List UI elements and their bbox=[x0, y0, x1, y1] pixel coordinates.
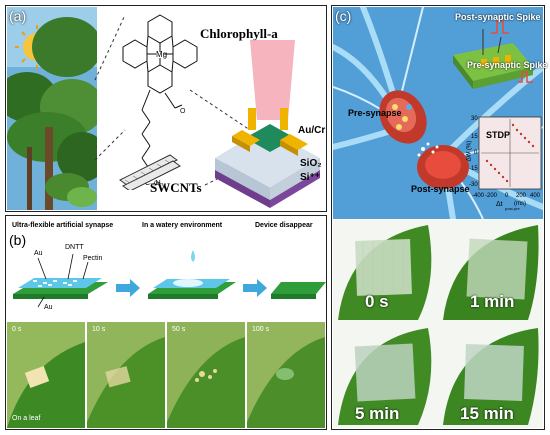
time-label-2: 50 s bbox=[172, 326, 186, 333]
dissolution-schematic bbox=[13, 250, 326, 308]
pre-spike-label: Pre-synaptic Spike bbox=[467, 60, 548, 70]
stdp-title: STDP bbox=[486, 130, 511, 140]
step-1-label: Ultra-flexible artificial synapse bbox=[12, 222, 114, 229]
time-label-3: 100 s bbox=[252, 326, 270, 333]
layer-pectin: Pectin bbox=[83, 255, 103, 262]
cnt-label: SWCNTs bbox=[150, 180, 202, 195]
stdp-xunit: (ms) bbox=[514, 201, 526, 207]
chlorophyll-structure: O O bbox=[122, 14, 198, 187]
leaf-time-2: 5 min bbox=[355, 404, 400, 423]
stdp-ytick-2: 0 bbox=[474, 150, 478, 156]
stdp-xtick-1: -200 bbox=[485, 193, 498, 199]
panel-c-label: (c) bbox=[335, 8, 352, 24]
stdp-ytick-0: 30 bbox=[471, 116, 478, 122]
stdp-xtick-2: 0 bbox=[505, 193, 509, 199]
tree-photo bbox=[7, 7, 97, 210]
leaf-time-0: 0 s bbox=[365, 292, 389, 311]
stdp-xtick-4: 400 bbox=[530, 193, 541, 199]
panel-a bbox=[5, 5, 327, 212]
step-3-label: Device disappear bbox=[255, 222, 313, 229]
stdp-xlabel-sub: post-pre bbox=[505, 206, 520, 211]
time-label-1: 10 s bbox=[92, 326, 106, 333]
layer-dntt: DNTT bbox=[65, 244, 84, 251]
stdp-xlabel: Δt bbox=[496, 201, 503, 208]
step-2-label: In a watery environment bbox=[142, 222, 223, 229]
stdp-xtick-0: -400 bbox=[472, 193, 485, 199]
stdp-ylabel: ΔW (%) bbox=[466, 140, 473, 162]
post-synapse-label: Post-synapse bbox=[411, 184, 470, 194]
layer-substrate: Si⁺⁺ bbox=[300, 172, 321, 183]
leaf-note: On a leaf bbox=[12, 415, 41, 422]
svg-text:O: O bbox=[154, 181, 159, 187]
leaf-time-1: 1 min bbox=[470, 292, 515, 311]
layer-electrode: Au/Cr bbox=[298, 125, 326, 136]
stdp-xtick-3: 200 bbox=[516, 193, 527, 199]
layer-au-top: Au bbox=[34, 250, 43, 257]
device-stack bbox=[215, 40, 320, 208]
panel-b bbox=[5, 215, 327, 430]
layer-oxide: SiO₂ bbox=[300, 158, 322, 169]
svg-text:O: O bbox=[180, 108, 186, 115]
stdp-ytick-1: 15 bbox=[471, 134, 478, 140]
molecule-metal: Mg bbox=[156, 50, 168, 59]
molecule-chain: C₂₀H₃₉ bbox=[145, 180, 167, 187]
panel-b-label: (b) bbox=[9, 232, 27, 248]
stdp-ytick-3: -15 bbox=[469, 166, 478, 172]
panel-a-label: (a) bbox=[9, 8, 27, 24]
leaf-photo-grid bbox=[333, 220, 543, 428]
molecule-name: Chlorophyll-a bbox=[200, 26, 278, 41]
layer-au-bottom: Au bbox=[44, 304, 53, 311]
time-label-0: 0 s bbox=[12, 326, 22, 333]
pre-synapse-label: Pre-synapse bbox=[348, 108, 402, 118]
neuron-illustration bbox=[333, 7, 543, 219]
swcnt-bundle bbox=[119, 154, 181, 190]
stdp-ytick-4: -30 bbox=[469, 182, 478, 188]
post-spike-label: Post-synaptic Spike bbox=[455, 12, 541, 22]
leaf-photo-strip bbox=[7, 322, 325, 428]
panel-c bbox=[331, 5, 545, 430]
leaf-time-3: 15 min bbox=[460, 404, 514, 423]
